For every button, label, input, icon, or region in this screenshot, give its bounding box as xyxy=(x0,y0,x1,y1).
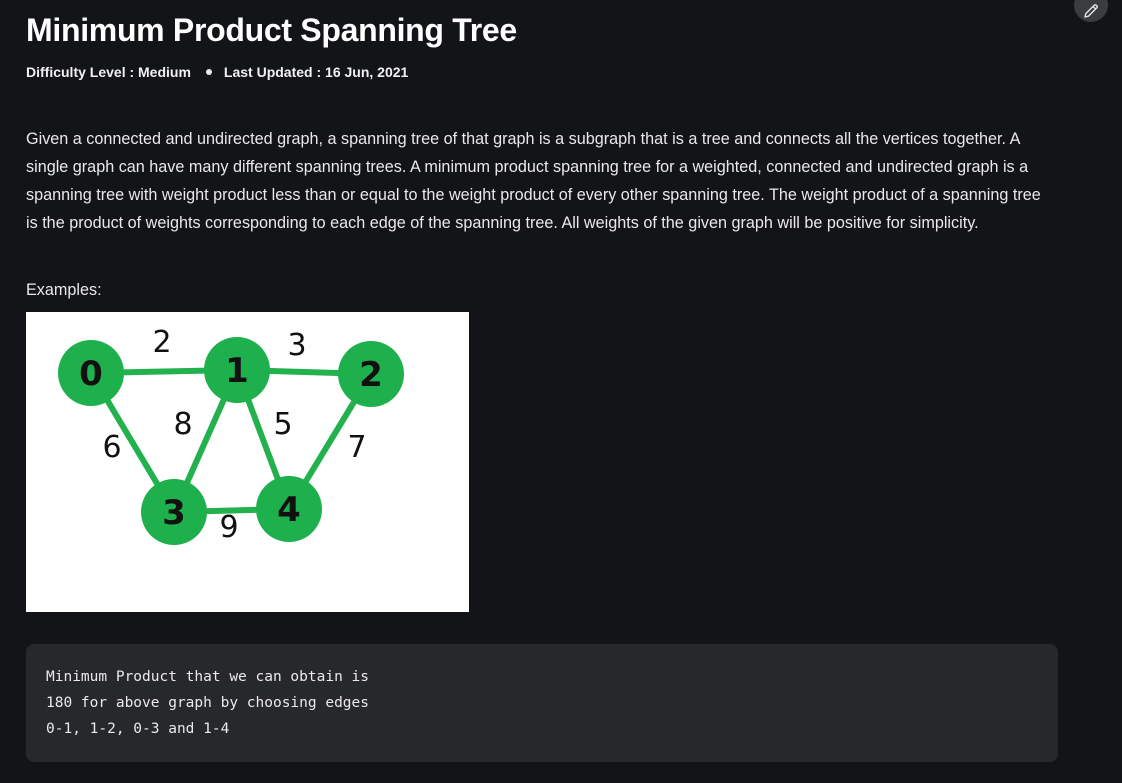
graph-node-0 xyxy=(58,340,124,406)
examples-heading: Examples: xyxy=(26,281,102,299)
edge-weight-label: 3 xyxy=(287,328,306,363)
node-label: 4 xyxy=(277,490,301,530)
pencil-icon xyxy=(1084,4,1098,18)
code-line: Minimum Product that we can obtain is xyxy=(46,669,370,685)
edge-weight-label: 7 xyxy=(347,430,366,465)
graph-figure: 2 3 6 8 5 7 9 0 1 2 3 4 xyxy=(26,312,469,612)
code-line: 180 for above graph by choosing edges xyxy=(46,695,370,711)
graph-diagram: 2 3 6 8 5 7 9 0 1 2 3 4 xyxy=(58,325,404,545)
separator-dot xyxy=(205,69,212,75)
code-block: Minimum Product that we can obtain is 18… xyxy=(26,644,1058,762)
node-label: 2 xyxy=(359,355,383,395)
page-title: Minimum Product Spanning Tree xyxy=(26,12,517,48)
graph-node-4 xyxy=(256,476,322,542)
article-meta: Difficulty Level : Medium Last Updated :… xyxy=(26,64,408,80)
article-description: Given a connected and undirected graph, … xyxy=(26,130,1041,232)
last-updated: Last Updated : 16 Jun, 2021 xyxy=(223,64,409,80)
edit-button[interactable] xyxy=(1074,0,1108,22)
graph-node-2 xyxy=(338,341,404,407)
edge-weight-label: 8 xyxy=(173,407,192,442)
code-line: 0-1, 1-2, 0-3 and 1-4 xyxy=(46,721,230,737)
node-label: 0 xyxy=(79,354,103,394)
edge-weight-label: 5 xyxy=(273,407,292,442)
node-label: 1 xyxy=(225,351,249,391)
edge-weight-label: 2 xyxy=(152,325,171,360)
difficulty-level: Difficulty Level : Medium xyxy=(26,64,191,80)
edge-weight-label: 9 xyxy=(219,510,238,545)
node-label: 3 xyxy=(162,493,186,533)
graph-node-3 xyxy=(141,479,207,545)
graph-node-1 xyxy=(204,337,270,403)
edge-weight-label: 6 xyxy=(102,430,121,465)
